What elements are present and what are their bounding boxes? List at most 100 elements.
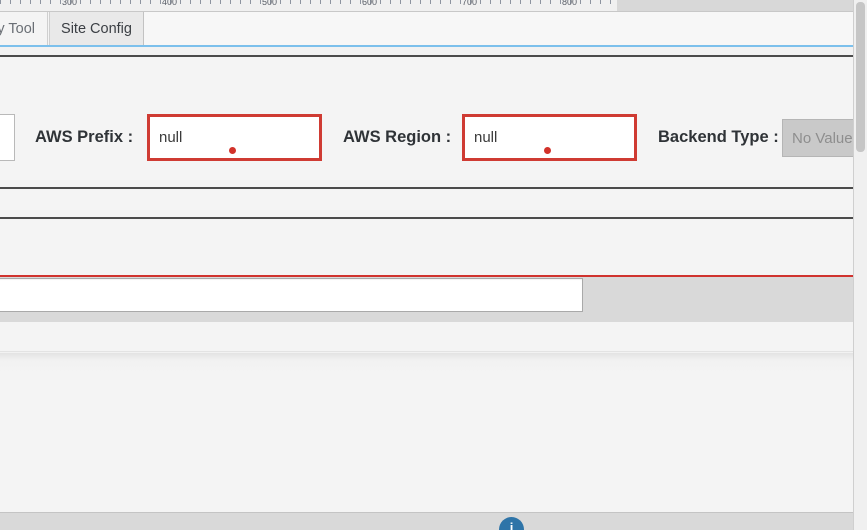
ruler-minor-tick [560,0,561,4]
ruler-minor-tick [310,0,311,4]
ruler-minor-tick [290,0,291,4]
ruler-label: 700 [462,0,478,7]
divider-red-error [0,275,853,277]
ruler-minor-tick [210,0,211,4]
ruler-minor-tick [40,0,41,4]
section-band-upper [0,189,853,217]
tab-bar-underline [0,45,867,47]
ruler-minor-tick [340,0,341,4]
ruler-minor-tick [160,0,161,4]
ruler-minor-tick [460,0,461,4]
divider-mid-lower [0,217,853,219]
tab-bar-filler [144,12,867,46]
ruler-minor-tick [220,0,221,4]
ruler-minor-tick [410,0,411,4]
ruler-minor-tick [140,0,141,4]
ruler-minor-tick [510,0,511,4]
vertical-scrollbar[interactable] [853,0,867,530]
backend-type-label: Backend Type : [658,128,779,146]
ruler-minor-tick [380,0,381,4]
ruler-minor-tick [390,0,391,4]
ruler-minor-tick [250,0,251,4]
ruler-minor-tick [570,0,571,4]
ruler-minor-tick [90,0,91,4]
ruler-minor-tick [530,0,531,4]
ruler-minor-tick [240,0,241,4]
backend-type-select[interactable]: No Value [782,119,867,157]
backend-type-placeholder: No Value [792,129,853,147]
ruler-minor-tick [350,0,351,4]
ruler-minor-tick [470,0,471,4]
ruler-minor-tick [440,0,441,4]
ruler-minor-tick [540,0,541,4]
ruler-minor-tick [590,0,591,4]
aws-region-label: AWS Region : [343,128,452,146]
ruler-minor-tick [420,0,421,4]
info-icon-glyph: i [509,520,514,530]
section-band-lower [0,219,853,275]
ruler-minor-tick [120,0,121,4]
ruler-minor-tick [150,0,151,4]
ruler-minor-tick [230,0,231,4]
aws-prefix-label: AWS Prefix : [35,128,134,146]
vertical-scrollbar-thumb[interactable] [856,2,865,152]
tab-bar: y Tool Site Config [0,12,867,46]
ruler-minor-tick [80,0,81,4]
ruler-minor-tick [100,0,101,4]
info-icon[interactable]: i [499,517,524,530]
ruler-minor-tick [600,0,601,4]
tab-partial-tool[interactable]: y Tool [0,12,48,46]
ruler-minor-tick [270,0,271,4]
ruler-minor-tick [10,0,11,4]
ruler-minor-tick [370,0,371,4]
ruler-minor-tick [70,0,71,4]
config-form-panel: AWS Prefix : null AWS Region : null Back… [0,57,867,187]
ruler-minor-tick [30,0,31,4]
ruler-minor-tick [580,0,581,4]
ruler-minor-tick [20,0,21,4]
ruler-minor-tick [300,0,301,4]
partial-left-field[interactable] [0,114,15,161]
ruler-minor-tick [450,0,451,4]
lower-content-strip [0,322,853,352]
ruler-minor-tick [480,0,481,4]
ruler-minor-tick [520,0,521,4]
ruler-minor-tick [180,0,181,4]
ruler-label: 600 [362,0,378,7]
ruler-label: 300 [62,0,78,7]
bottom-status-bar [0,512,867,530]
ruler-inactive-region [617,0,867,11]
aws-prefix-required-dot [229,147,236,154]
ruler-minor-tick [200,0,201,4]
divider-top [0,55,853,57]
ruler-minor-tick [190,0,191,4]
ruler-minor-tick [260,0,261,4]
divider-mid-upper [0,187,853,189]
ruler-minor-tick [400,0,401,4]
ruler-minor-tick [430,0,431,4]
aws-region-value: null [474,129,498,146]
ruler-minor-tick [110,0,111,4]
wide-text-input[interactable] [0,278,583,312]
aws-region-input[interactable]: null [462,114,637,161]
tab-site-config-label: Site Config [61,21,132,37]
ruler-minor-tick [60,0,61,4]
aws-prefix-input[interactable]: null [147,114,322,161]
ruler-minor-tick [50,0,51,4]
ruler-minor-tick [500,0,501,4]
ruler-minor-tick [360,0,361,4]
tab-partial-tool-label: y Tool [0,21,35,37]
ruler-minor-tick [130,0,131,4]
ruler-minor-tick [550,0,551,4]
ruler-label: 800 [562,0,578,7]
ruler-minor-tick [610,0,611,4]
ruler-minor-tick [280,0,281,4]
ruler-minor-tick [330,0,331,4]
ruler-minor-tick [0,0,1,4]
tab-site-config[interactable]: Site Config [49,12,144,46]
ruler-minor-tick [320,0,321,4]
page-body [0,353,867,512]
